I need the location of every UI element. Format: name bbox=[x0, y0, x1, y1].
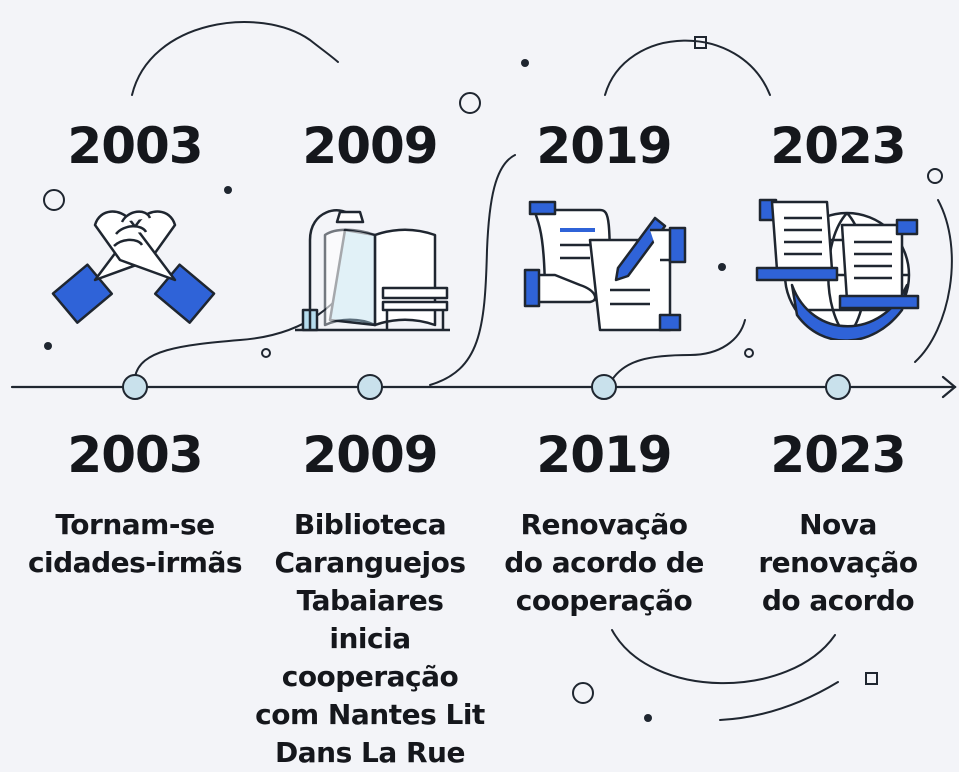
decorative-arc bbox=[131, 21, 339, 96]
timeline-node bbox=[591, 374, 617, 400]
timeline-arrowhead bbox=[941, 375, 957, 399]
connector-curve bbox=[611, 319, 746, 381]
event-year-top: 2023 bbox=[770, 117, 906, 175]
decorative-arc bbox=[914, 199, 953, 363]
event-year-top: 2009 bbox=[302, 117, 438, 175]
event-year-top: 2003 bbox=[67, 117, 203, 175]
event-description: Nova renovação do acordo bbox=[758, 508, 918, 617]
signing-document-icon bbox=[523, 200, 687, 332]
decorative-arc bbox=[719, 681, 839, 721]
event-year-top: 2019 bbox=[536, 117, 672, 175]
decorative-arc bbox=[604, 39, 771, 96]
event-year: 2019 bbox=[536, 426, 672, 484]
decorative-arc bbox=[611, 629, 836, 685]
handshake-icon bbox=[51, 210, 216, 324]
connector-curve bbox=[429, 154, 516, 386]
timeline-node bbox=[825, 374, 851, 400]
timeline-node bbox=[357, 374, 383, 400]
timeline-node bbox=[122, 374, 148, 400]
event-year: 2003 bbox=[67, 426, 203, 484]
event-description: Biblioteca Caranguejos Tabaiares inicia … bbox=[255, 508, 485, 769]
globe-documents-icon bbox=[755, 198, 920, 340]
event-year: 2009 bbox=[302, 426, 438, 484]
event-description: Renovação do acordo de cooperação bbox=[504, 508, 704, 617]
open-book-icon bbox=[295, 209, 450, 332]
event-year: 2023 bbox=[770, 426, 906, 484]
event-description: Tornam-se cidades-irmãs bbox=[27, 508, 243, 579]
